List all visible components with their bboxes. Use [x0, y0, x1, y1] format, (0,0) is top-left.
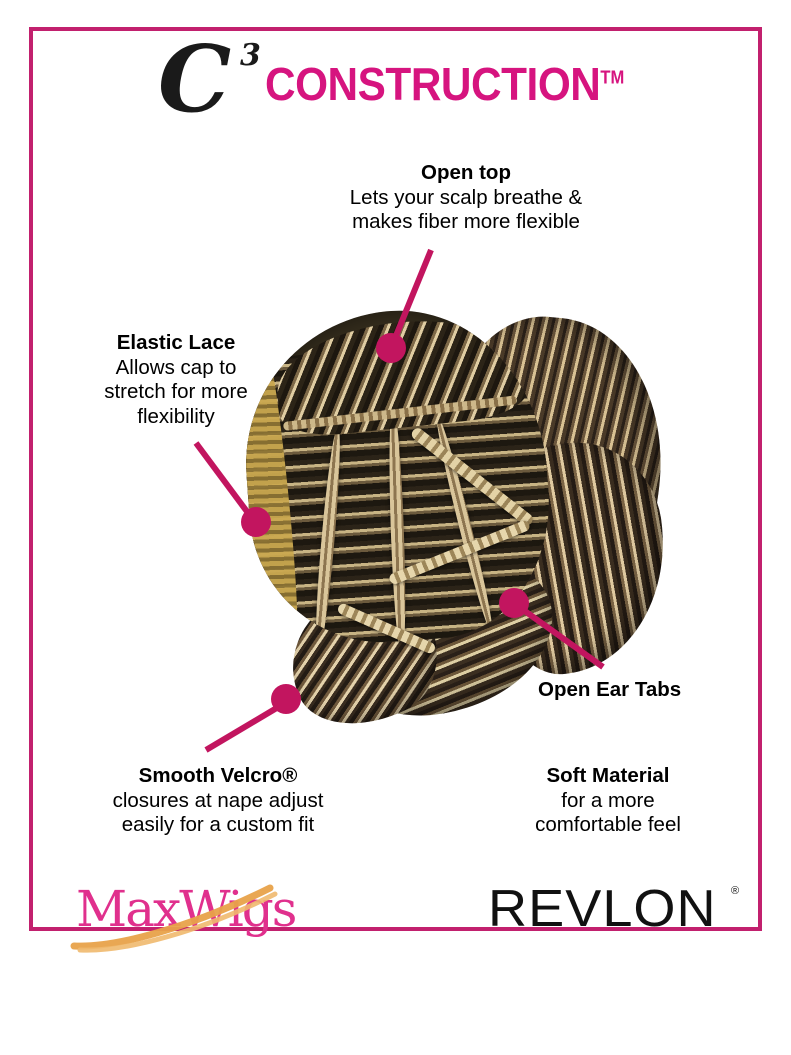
header: C 3 CONSTRUCTIONTM	[33, 33, 766, 125]
callout-smooth-velcro: Smooth Velcro® closures at nape adjust e…	[53, 764, 383, 838]
maxwigs-logo[interactable]: MaxWigs	[70, 876, 297, 954]
callout-title-open-ear-tabs: Open Ear Tabs	[538, 678, 682, 701]
page-title: CONSTRUCTIONTM	[265, 57, 624, 111]
callout-title-soft-material: Soft Material	[546, 764, 670, 787]
callout-open-ear-tabs: Open Ear Tabs	[538, 678, 778, 703]
maxwigs-swoosh-icon	[70, 884, 278, 953]
infographic-page: C 3 CONSTRUCTIONTM	[29, 27, 762, 953]
c3-logo: C 3	[158, 33, 283, 125]
revlon-registered-icon: ®	[731, 885, 740, 897]
c3-logo-superscript: 3	[240, 38, 261, 73]
callout-line-smooth-velcro-2: easily for a custom fit	[121, 813, 315, 837]
callout-line-soft-material-2: comfortable feel	[535, 813, 681, 837]
callout-line-open-top-2: makes fiber more flexible	[352, 210, 580, 234]
revlon-logo[interactable]: REVLON ®	[488, 879, 753, 941]
wig-cap-interior-photo	[229, 293, 676, 750]
c3-logo-letter: C	[158, 25, 231, 133]
callout-elastic-lace: Elastic Lace Allows cap to stretch for m…	[66, 331, 286, 429]
callout-title-smooth-velcro: Smooth Velcro®	[138, 764, 298, 787]
callout-soft-material: Soft Material for a more comfortable fee…	[483, 764, 733, 838]
callout-line-open-top-1: Lets your scalp breathe &	[349, 186, 583, 210]
trademark-symbol: TM	[600, 67, 625, 88]
wordmark-text: CONSTRUCTION	[265, 58, 601, 110]
callout-line-elastic-lace-3: flexibility	[137, 404, 215, 428]
callout-title-elastic-lace: Elastic Lace	[116, 331, 236, 354]
callout-line-elastic-lace-2: stretch for more	[104, 380, 248, 404]
revlon-logo-text: REVLON	[488, 880, 717, 938]
callout-title-open-top: Open top	[421, 161, 511, 184]
callout-open-top: Open top Lets your scalp breathe & makes…	[291, 161, 641, 235]
pink-border-frame: C 3 CONSTRUCTIONTM	[29, 27, 762, 953]
callout-line-elastic-lace-1: Allows cap to	[115, 356, 237, 380]
callout-line-smooth-velcro-1: closures at nape adjust	[112, 789, 324, 813]
callout-line-soft-material-1: for a more	[561, 789, 655, 813]
